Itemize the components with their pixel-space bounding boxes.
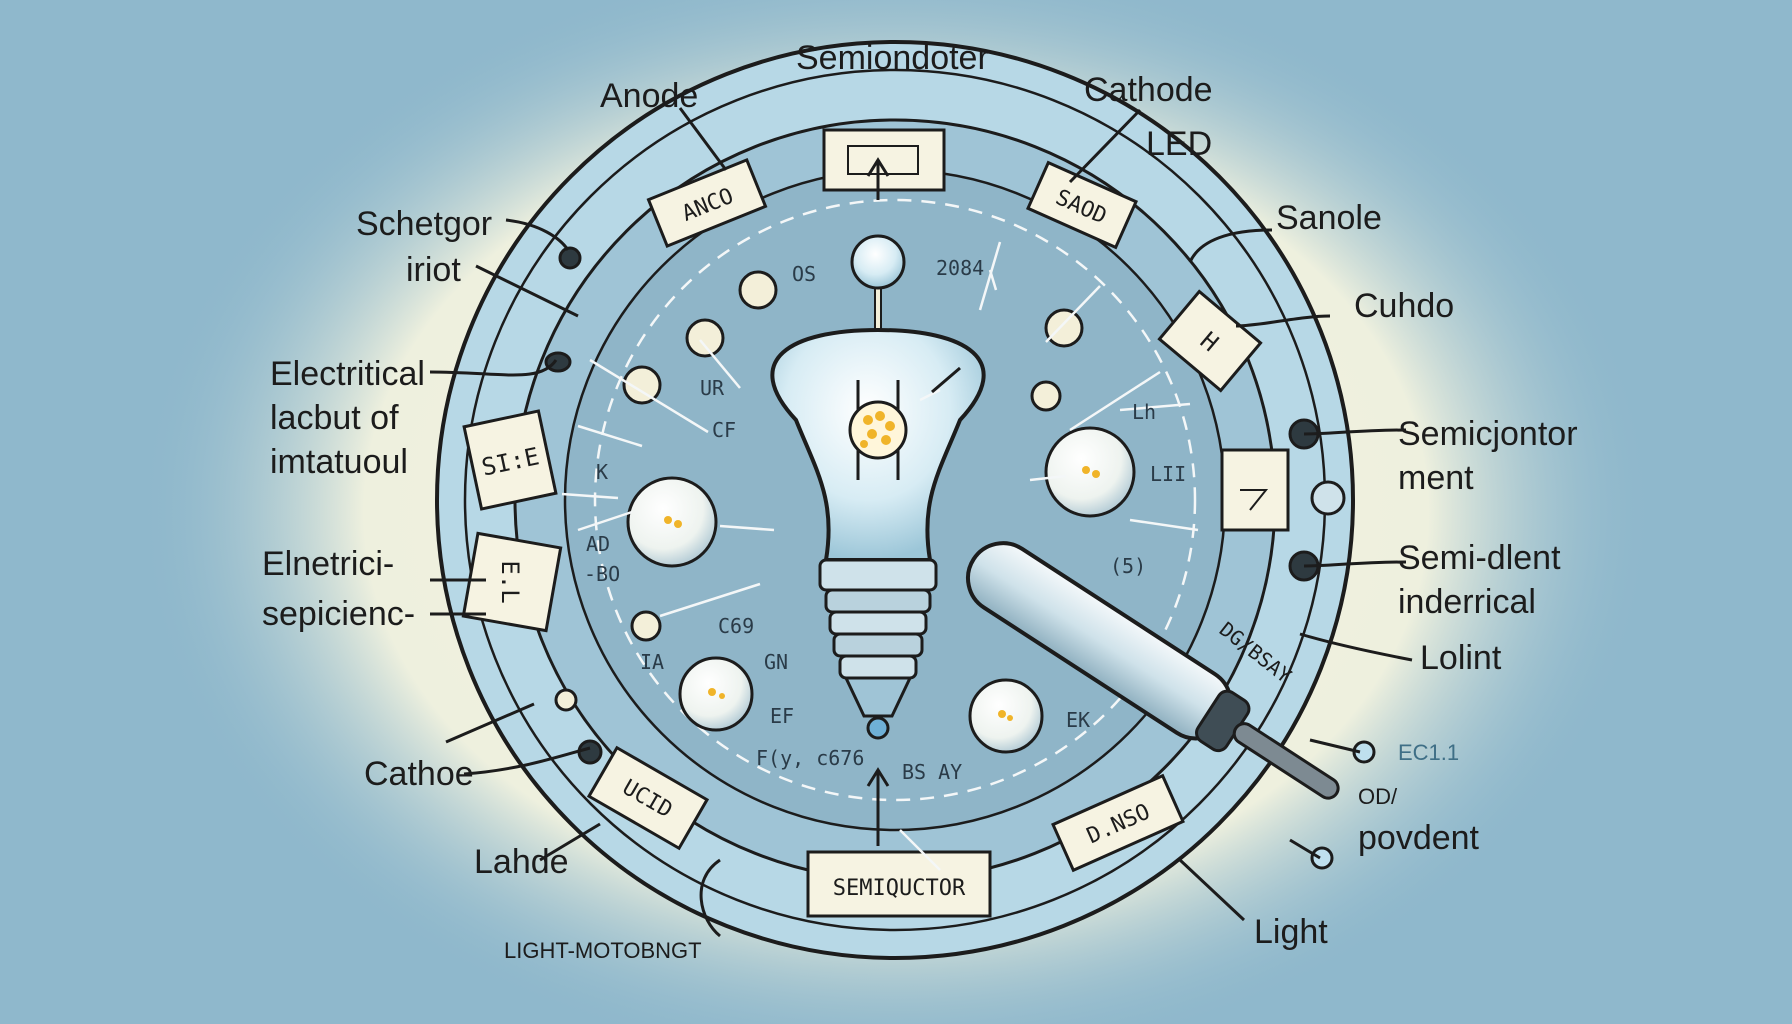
ring-box-semiquctor: SEMIQUCTOR <box>806 850 992 918</box>
inner-k: K <box>596 460 609 484</box>
label-anode: Anode <box>600 77 699 115</box>
label-inderrical: inderrical <box>1398 583 1536 621</box>
inner-gn: GN <box>764 650 789 674</box>
inner-ef: EF <box>770 704 795 728</box>
inner-os: OS <box>792 262 817 286</box>
inner-ad: AD <box>586 532 611 556</box>
label-electritical: Electritical <box>270 355 425 393</box>
label-lahde: Lahde <box>474 843 569 881</box>
label-led: LED <box>1146 125 1213 163</box>
inner-lii: LII <box>1150 462 1187 486</box>
label-cuhdo: Cuhdo <box>1354 287 1455 325</box>
inner-2084: 2084 <box>936 256 985 280</box>
inner-ur: UR <box>700 376 725 400</box>
ring-box-right <box>1220 448 1290 532</box>
svg-text:E.L: E.L <box>496 560 524 603</box>
inner-c69: C69 <box>718 614 755 638</box>
label-ment: ment <box>1398 459 1474 497</box>
ring-box-el: E.L <box>461 531 563 633</box>
label-semicjontor: Semicjontor <box>1398 415 1578 453</box>
ring-box-top <box>822 128 946 192</box>
inner-ek: EK <box>1066 708 1091 732</box>
center-arrows <box>866 157 961 846</box>
dashed-ring <box>593 198 1197 802</box>
label-iriot: iriot <box>406 251 461 289</box>
inner-ia: IA <box>640 650 665 674</box>
ring-box-anco: ANCO <box>646 158 768 248</box>
ring-box-saod: SAOD <box>1026 160 1138 250</box>
label-sanole: Sanole <box>1276 199 1382 237</box>
label-semiondoter: Semiondoter <box>796 39 989 77</box>
inner-arrows <box>561 241 1199 871</box>
inner-bsay: BS AY <box>902 760 963 784</box>
label-schetgor: Schetgor <box>356 205 493 243</box>
inner-fc76: F(y, c676 <box>756 746 865 770</box>
probe-tube <box>966 541 1376 870</box>
ring-box-h: H <box>1157 289 1263 393</box>
label-ec1: EC1.1 <box>1398 740 1460 765</box>
ring-box-ucid: UCID <box>586 745 710 851</box>
label-cathoe: Cathoe <box>364 755 474 793</box>
label-povdent: povdent <box>1358 819 1479 857</box>
ring-box-si: SI:E <box>462 409 558 511</box>
inner-lh: Lh <box>1132 400 1157 424</box>
leader-lines <box>429 107 1413 938</box>
lens-group <box>626 426 1136 754</box>
led-bulb <box>770 234 986 740</box>
inner-cf: CF <box>712 418 737 442</box>
ring-box-dnso: D.NSO <box>1051 773 1185 873</box>
label-elnetrici: Elnetrici- <box>262 545 395 583</box>
label-light: Light <box>1254 913 1328 951</box>
inner-s: (5) <box>1110 554 1147 578</box>
svg-text:SEMIQUCTOR: SEMIQUCTOR <box>833 876 966 901</box>
component-dots <box>622 270 1084 642</box>
label-imtatuoul: imtatuoul <box>270 443 408 481</box>
label-light-motobngt: LIGHT-MOTOBNGT <box>504 938 702 963</box>
label-semi-dlent: Semi-dlent <box>1398 539 1561 577</box>
label-lolint: Lolint <box>1420 639 1502 677</box>
label-cathode: Cathode <box>1084 71 1213 109</box>
label-lacbut-of: lacbut of <box>270 399 399 437</box>
label-od: OD/ <box>1358 784 1398 809</box>
label-sepicienc: sepicienc- <box>262 595 416 633</box>
inner-bo: -BO <box>584 562 621 586</box>
